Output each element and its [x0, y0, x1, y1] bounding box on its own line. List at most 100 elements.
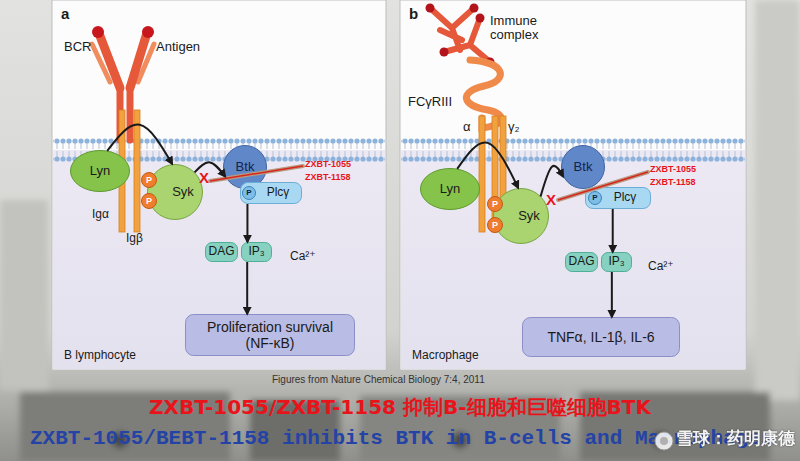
node-text: P	[246, 188, 251, 197]
phosphate-circle-shape	[142, 194, 157, 209]
messenger-box: IP₃	[241, 242, 272, 262]
kinase-ellipse-shape	[71, 151, 130, 192]
ion-label: Ca²⁺	[648, 260, 674, 273]
phosphate-circle: P	[588, 191, 602, 205]
lab-equipment	[755, 0, 800, 400]
inhibition-mark: X	[199, 170, 209, 187]
node-text: Plcγ	[614, 191, 637, 205]
edge-group	[247, 204, 248, 242]
drug-label: ZXBT-1055	[650, 165, 696, 175]
inhibitor-lines	[210, 166, 303, 181]
panel-b-art	[470, 4, 479, 13]
source-caption: Figures from Nature Chemical Biology 7:4…	[272, 374, 485, 385]
drug-label: ZXBT-1158	[650, 178, 696, 188]
cell-panel: aB lymphocyteLynSykPPBtkPlcγPDAGIP₃Proli…	[52, 0, 386, 370]
messenger-box-shape	[206, 243, 238, 262]
panel-a-art	[100, 36, 120, 88]
phosphate-circle: P	[141, 172, 157, 188]
panel-a-art	[92, 26, 104, 38]
panel-b-art	[479, 116, 485, 232]
signal-arrow	[107, 125, 172, 164]
messenger-box: DAG	[205, 242, 238, 262]
antigen-label: Antigen	[156, 40, 200, 54]
phosphate-circle: P	[242, 186, 256, 200]
node-text: DAG	[208, 245, 234, 259]
cell-type-label: Macrophage	[412, 349, 479, 363]
edge-group	[247, 262, 248, 314]
edge-group	[611, 272, 612, 317]
kinase-circle-shape	[494, 189, 549, 244]
messenger-box: DAG	[565, 252, 598, 272]
kinase-ellipse-shape	[421, 169, 480, 210]
receptor-label: FCγRIII	[408, 95, 452, 109]
outcome-box: Proliferation survival (NF-κB)	[185, 314, 355, 356]
enzyme-box: Plcγ P	[585, 187, 651, 209]
inhibitor-lines	[558, 172, 648, 200]
phosphate-circle: P	[141, 193, 157, 209]
node-text: Syk	[172, 185, 194, 200]
lab-equipment	[0, 200, 48, 390]
panel-a-art	[142, 26, 154, 38]
panel-a-art	[134, 110, 140, 232]
messenger-box-shape	[602, 253, 632, 272]
phosphate-circle-shape	[243, 187, 256, 200]
messenger-box-shape	[566, 253, 598, 272]
slide-title: ZXBT-1055/ZXBT-1158 抑制B-细胞和巨噬细胞BTK	[0, 396, 800, 418]
chain-label: γ₂	[508, 120, 520, 134]
complex-label: Immune complex	[490, 14, 554, 43]
watermark-logo	[660, 437, 668, 445]
edge-group	[457, 142, 518, 188]
node-text: P	[146, 175, 152, 185]
inhibition-mark: X	[546, 192, 556, 209]
watermark: 雪球：药明康德	[676, 430, 795, 449]
node-text: P	[492, 220, 498, 230]
panel-b-art	[440, 48, 449, 57]
drug-label: ZXBT-1055	[305, 160, 351, 170]
panel-a-art	[130, 36, 146, 88]
edge-group	[107, 125, 172, 164]
node-text: Btk	[236, 160, 255, 175]
phosphate-circle-shape	[488, 197, 503, 212]
node-text: TNFα, IL-1β, IL-6	[547, 329, 654, 345]
chain-label: Igβ	[126, 232, 143, 245]
panel-letter: b	[409, 5, 418, 22]
outcome-box-shape	[523, 318, 680, 357]
panel-b-art	[444, 18, 490, 62]
phosphate-circle-shape	[488, 218, 503, 233]
inhibitor-lines	[210, 166, 303, 181]
signal-arrow	[612, 209, 614, 252]
panel-a-art	[53, 150, 385, 369]
node-text: P	[592, 193, 597, 202]
panel-a-art	[127, 86, 134, 140]
node-text: DAG	[568, 255, 594, 269]
chain-label: Igα	[92, 208, 109, 221]
messenger-box-shape	[242, 243, 272, 262]
panel-b-art	[476, 14, 485, 23]
panel-letter: a	[61, 5, 69, 22]
messenger-box: IP₃	[601, 252, 632, 272]
signal-arrow	[611, 272, 613, 317]
ion-label: Ca²⁺	[290, 250, 316, 263]
kinase-circle: SykPP	[147, 164, 203, 220]
panel-b-art	[400, 0, 746, 370]
node-text: Lyn	[90, 164, 110, 179]
enzyme-box-shape	[241, 183, 302, 204]
panel-b-art	[426, 4, 435, 13]
node-text: Btk	[574, 160, 593, 175]
signal-arrow	[457, 142, 518, 188]
phosphate-circle-shape	[142, 173, 157, 188]
inhibitor-lines	[558, 172, 648, 200]
panel-b-art	[440, 30, 462, 40]
kinase-circle: Btk	[561, 145, 605, 189]
phosphate-circle: P	[487, 196, 503, 212]
chain-label: α	[463, 120, 471, 134]
node-text: Syk	[518, 209, 540, 224]
node-text: Plcγ	[267, 186, 290, 200]
